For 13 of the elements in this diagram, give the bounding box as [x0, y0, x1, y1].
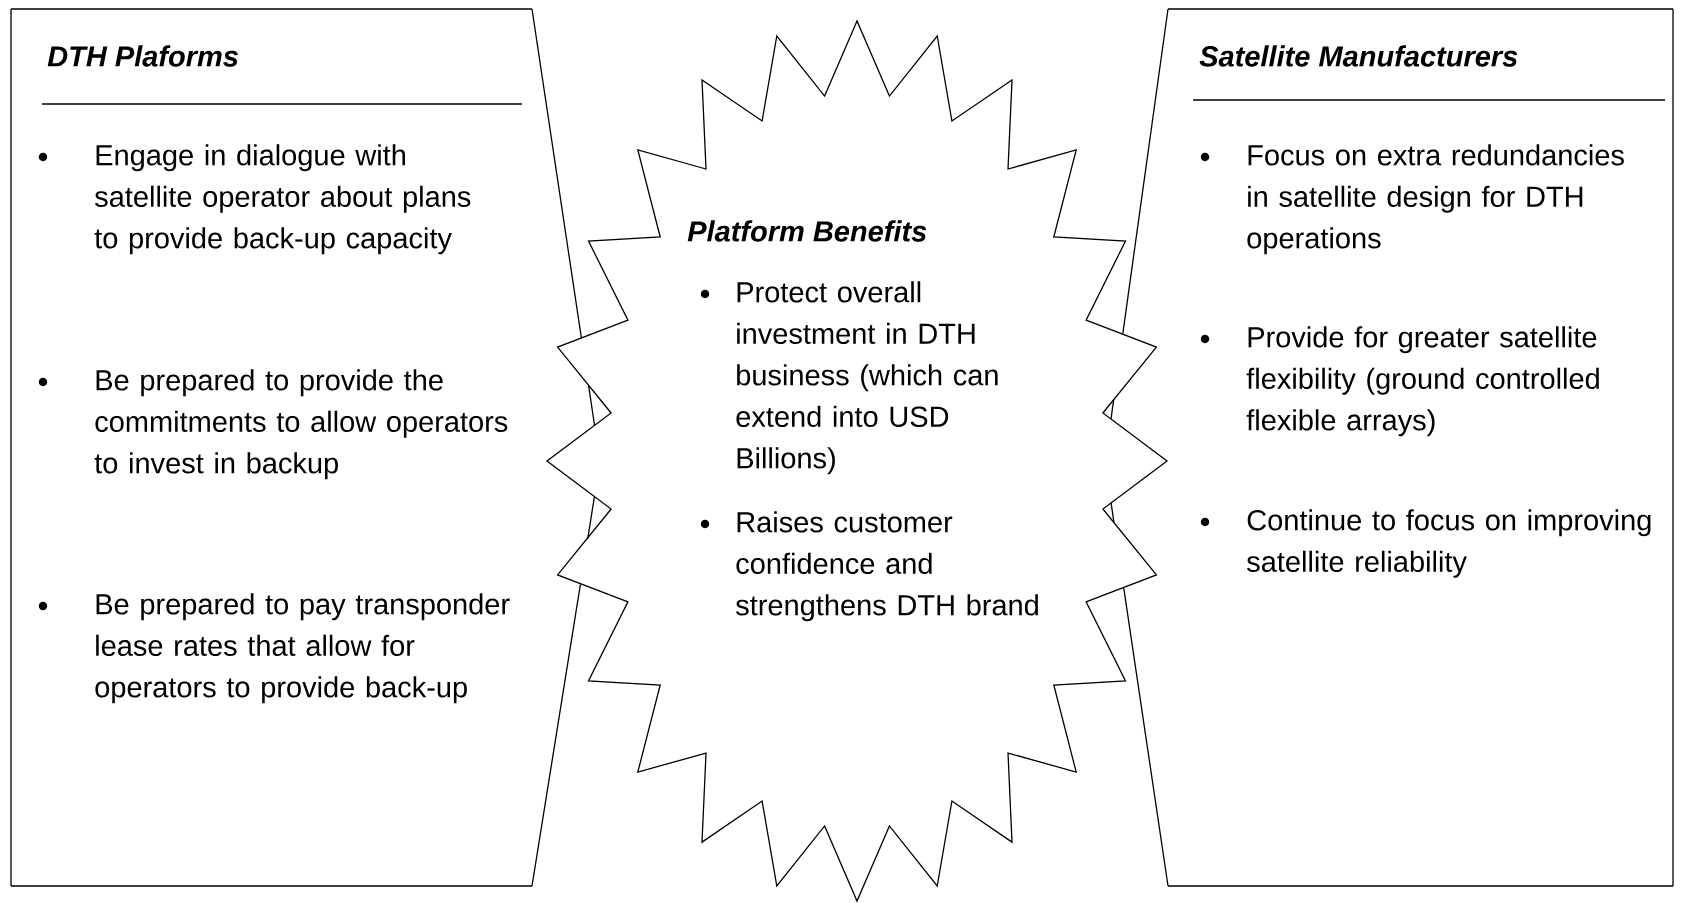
- heading: Platform Benefits: [687, 220, 927, 242]
- panel: [1110, 8, 1674, 887]
- heading: DTH Plaforms: [47, 45, 238, 67]
- bullet-text: Be prepared to pay transponder lease rates that allow for operators to provide back-up: [95, 593, 510, 704]
- heading: Satellite Manufacturers: [1199, 45, 1518, 67]
- panel: [10, 8, 596, 887]
- bullet-text: Be prepared to provide the commitments to allow operators to invest in backup: [94, 369, 508, 480]
- bullet-text: Protect overall investment in DTH business (which can extend into USD Billions): [736, 281, 998, 475]
- bullet-text: Continue to focus on improving satellite reliability: [1247, 509, 1651, 578]
- bullet-text: Raises customer confidence and strengthens DTH brand: [736, 511, 1038, 622]
- bullet-text: Engage in dialogue with satellite operator about plans to provide back-up capacity: [94, 144, 471, 255]
- bullet-text: Focus on extra redundancies in satellite design for DTH operations: [1247, 144, 1624, 255]
- bullet-text: Provide for greater satellite flexibility (ground controlled flexible arrays): [1246, 326, 1599, 437]
